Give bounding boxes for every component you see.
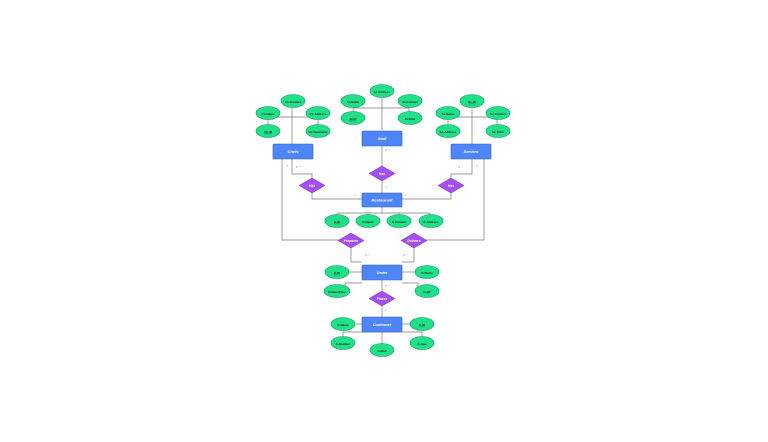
connector-line <box>402 159 473 200</box>
relationship-label: Has <box>448 184 454 188</box>
attribute-label: St-Contact <box>402 100 417 104</box>
cardinalities: 0..* 1 1 0..* 1 1 0..* 1 0..* 0..* 0..* … <box>287 148 478 312</box>
attribute-ch-name: Ch-Name <box>255 106 281 120</box>
attribute-r-name: R-Name <box>355 214 381 228</box>
attribute-o-name: O-Name <box>414 265 440 279</box>
attribute-se-table: Se-Table <box>485 124 511 138</box>
attribute-label: St-Role <box>405 117 416 121</box>
attribute-label: O-QT <box>423 290 431 294</box>
attribute-st-role: St-Role <box>397 111 423 125</box>
attribute-label: St-Name <box>347 100 360 104</box>
attribute-ch-contact: Ch-Contact <box>280 94 306 108</box>
attribute-label-key: C-ID <box>419 323 426 327</box>
attribute-st-address: St-Address <box>369 84 395 98</box>
relationship-has-chefs: Has <box>298 177 326 194</box>
relationship-label: Prepares <box>344 239 359 243</box>
attribute-label-key: Ch-ID <box>264 130 273 134</box>
entity-label: Customer <box>373 322 392 327</box>
entity-chefs: Chefs <box>272 143 314 160</box>
attribute-st-contact: St-Contact <box>397 94 423 108</box>
attribute-label: R-Name <box>362 220 374 224</box>
attribute-label: Se-Contact <box>490 112 506 116</box>
entity-customer: Customer <box>361 316 403 333</box>
attribute-st-name: St-Name <box>340 94 366 108</box>
attribute-label: C-Number <box>336 342 351 346</box>
cardinality-label: 0..* <box>385 284 390 288</box>
cardinality-label: 1 <box>354 193 356 197</box>
attribute-label: Ch-Speciality <box>308 130 327 134</box>
attribute-label-key: Se-ID <box>468 100 477 104</box>
attribute-label: Se-Address <box>440 130 457 134</box>
attribute-se-contact: Se-Contact <box>485 106 511 120</box>
attribute-label: O-Name <box>421 271 433 275</box>
entity-label: Staff <box>378 136 387 141</box>
entity-restaurant: Restaurant <box>361 192 403 208</box>
attribute-o-datetime: O-Date/Time <box>323 284 351 298</box>
cardinality-label: 1 <box>476 164 478 168</box>
attribute-ch-address: Ch-Address <box>305 106 331 120</box>
cardinality-label: 1 <box>385 308 387 312</box>
attribute-r-address: R-Address <box>418 214 444 228</box>
entity-label: Chefs <box>287 149 299 154</box>
cardinality-label: 0..* <box>296 165 301 169</box>
attribute-label: St-Address <box>374 90 390 94</box>
attribute-label-key: O-ID <box>334 271 341 275</box>
attribute-r-contact: R-Contact <box>386 214 412 228</box>
cardinality-label: 0..* <box>458 165 463 169</box>
entity-order: Order <box>361 264 403 281</box>
attribute-se-address: Se-Address <box>435 124 461 138</box>
attribute-label: Se-Table <box>492 130 505 134</box>
attribute-c-mail: C-Mail <box>369 343 395 357</box>
attribute-label: Se-Name <box>442 112 455 116</box>
attribute-ch-speciality: Ch-Speciality <box>305 124 331 138</box>
attribute-label: R-Contact <box>392 220 406 224</box>
attribute-label: C-Mail <box>378 349 387 353</box>
relationship-places: Places <box>368 290 396 307</box>
attribute-ch-id: Ch-ID <box>255 124 281 138</box>
relationship-delivers: Delivers <box>400 232 428 249</box>
cardinality-label: 1 <box>385 185 387 189</box>
attribute-label: C-Name <box>337 323 349 327</box>
attribute-label: O-Date/Time <box>328 290 346 294</box>
cardinality-label: 1 <box>405 193 407 197</box>
relationship-has-staff: Has <box>368 165 396 182</box>
attribute-o-qt: O-QT <box>414 284 440 298</box>
entity-label: Restaurant <box>372 198 394 203</box>
attribute-c-name: C-Name <box>330 317 356 331</box>
attribute-label: R-Address <box>423 220 439 224</box>
attribute-st-id: St-ID <box>340 111 366 125</box>
relationship-label: Delivers <box>407 239 420 243</box>
attribute-r-id: R-ID <box>324 214 350 228</box>
attribute-label-key: St-ID <box>350 117 358 121</box>
entity-label: Order <box>377 270 388 275</box>
relationship-label: Has <box>309 184 315 188</box>
cardinality-label: 0..* <box>403 253 408 257</box>
attribute-c-age: C-Age <box>409 336 435 350</box>
attribute-label: Ch-Address <box>309 112 326 116</box>
cardinality-label: 0..* <box>385 148 390 152</box>
attribute-label: Ch-Name <box>261 112 275 116</box>
relationship-has-servers: Has <box>437 177 465 194</box>
attribute-se-name: Se-Name <box>435 106 461 120</box>
entity-staff: Staff <box>361 130 403 147</box>
attribute-label: Ch-Contact <box>285 100 301 104</box>
relationship-prepares: Prepares <box>337 232 365 249</box>
attribute-c-id: C-ID <box>409 317 435 331</box>
entity-label: Servers <box>464 149 479 154</box>
attribute-o-id: O-ID <box>324 265 350 279</box>
relationship-label: Has <box>379 172 385 176</box>
cardinality-label: 0..* <box>365 253 370 257</box>
attribute-se-id: Se-ID <box>459 94 485 108</box>
attribute-c-number: C-Number <box>330 336 356 350</box>
attribute-label-key: R-ID <box>334 220 341 224</box>
attribute-label: C-Age <box>418 342 427 346</box>
cardinality-label: 1 <box>287 164 289 168</box>
relationship-label: Places <box>377 297 388 301</box>
entity-servers: Servers <box>450 143 492 160</box>
connector-line <box>291 159 362 200</box>
